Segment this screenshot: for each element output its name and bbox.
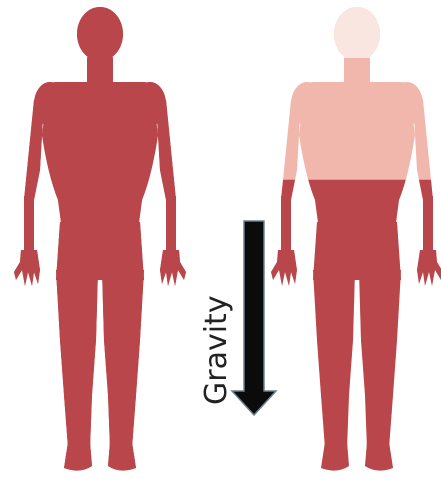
down-arrow-icon <box>232 221 276 415</box>
left-figure-blood-fill <box>14 7 186 471</box>
gravity-indicator: Gravity <box>199 221 276 415</box>
gravity-label: Gravity <box>199 295 234 405</box>
left-figure <box>14 7 186 471</box>
right-figure <box>271 7 441 471</box>
